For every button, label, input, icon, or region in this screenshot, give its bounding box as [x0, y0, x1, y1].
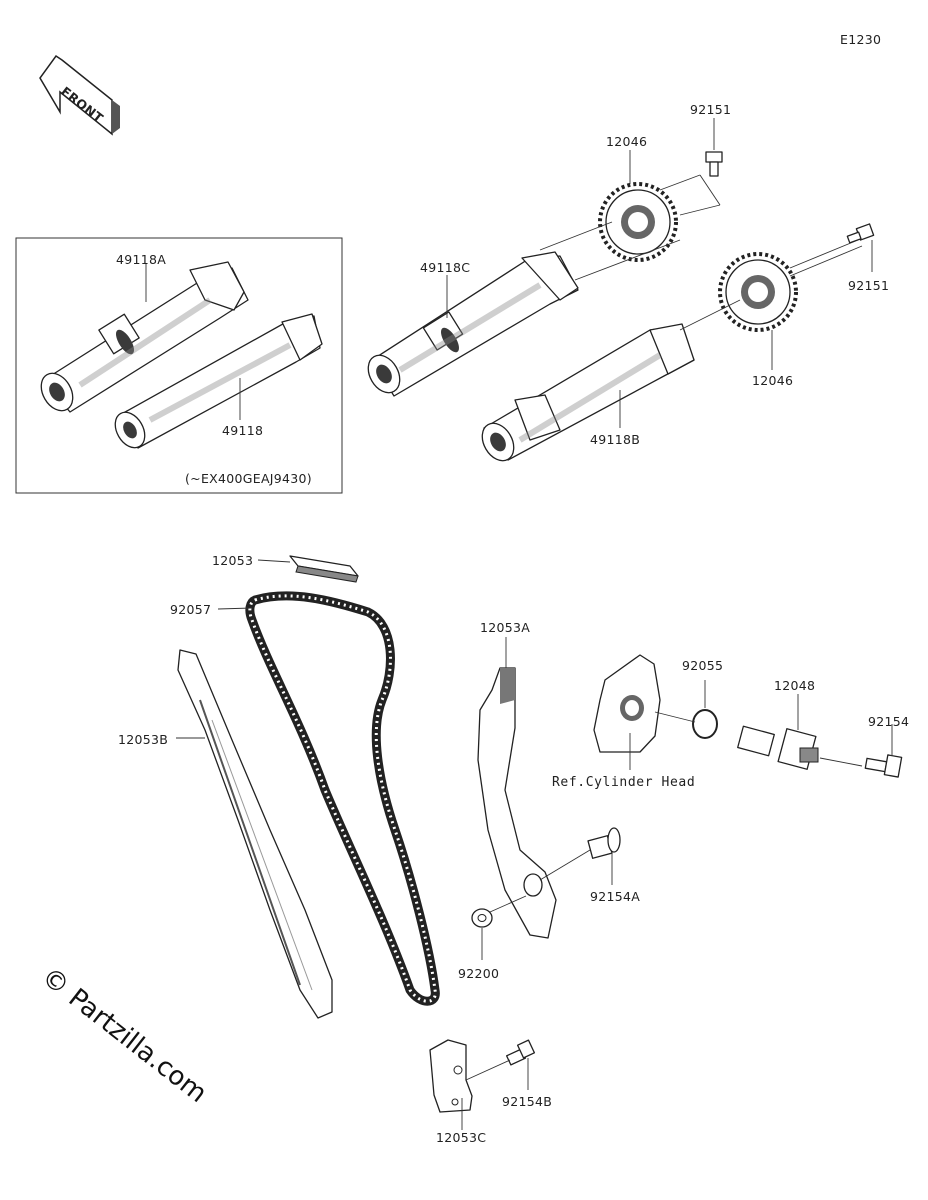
guide-12053B[interactable]: [177, 649, 333, 1019]
label-12053: 12053: [212, 553, 253, 568]
label-12046-top: 12046: [606, 134, 647, 149]
label-12053C: 12053C: [436, 1130, 486, 1145]
washer-92200[interactable]: [471, 908, 493, 928]
camshaft-49118[interactable]: [109, 313, 323, 453]
chain-tensioner-12048[interactable]: [737, 725, 819, 770]
label-92200: 92200: [458, 966, 499, 981]
label-49118A: 49118A: [116, 252, 166, 267]
bolt-92154[interactable]: [864, 754, 903, 778]
label-92057: 92057: [170, 602, 211, 617]
label-92154A: 92154A: [590, 889, 640, 904]
camshaft-49118C[interactable]: [362, 251, 579, 398]
watermark: © Partzilla.com: [36, 962, 213, 1109]
bolt-92151-top[interactable]: [705, 151, 723, 177]
camshaft-49118B[interactable]: [476, 323, 695, 466]
label-92154B: 92154B: [502, 1094, 552, 1109]
label-12053B: 12053B: [118, 732, 168, 747]
tensioner-guide-12053A[interactable]: [477, 667, 557, 939]
label-92151-top: 92151: [690, 102, 731, 117]
inset-note: (~EX400GEAJ9430): [185, 471, 312, 486]
ref-note: Ref.Cylinder Head: [552, 775, 695, 790]
guide-12053[interactable]: [289, 555, 359, 583]
front-arrow-icon: FRONT: [39, 54, 120, 136]
label-92154: 92154: [868, 714, 909, 729]
label-12053A: 12053A: [480, 620, 530, 635]
bolt-92154A[interactable]: [587, 827, 621, 859]
o-ring-92055[interactable]: [692, 709, 718, 739]
sprocket-12046-bottom[interactable]: [718, 252, 798, 332]
cam-chain-92057[interactable]: [245, 591, 440, 1006]
label-49118C: 49118C: [420, 260, 470, 275]
bolt-92151-right[interactable]: [846, 223, 875, 244]
diagram-code: E1230: [840, 32, 881, 47]
label-92055: 92055: [682, 658, 723, 673]
inset-frame: [15, 237, 343, 494]
bracket-12053C[interactable]: [429, 1039, 473, 1113]
label-12048: 12048: [774, 678, 815, 693]
label-49118B: 49118B: [590, 432, 640, 447]
sprocket-12046-top[interactable]: [598, 182, 678, 262]
label-12046-bottom: 12046: [752, 373, 793, 388]
bolt-92154B[interactable]: [505, 1039, 536, 1066]
cylinder-head-ref: [593, 654, 661, 753]
camshaft-49118A[interactable]: [35, 261, 249, 416]
label-49118: 49118: [222, 423, 263, 438]
label-92151-right: 92151: [848, 278, 889, 293]
